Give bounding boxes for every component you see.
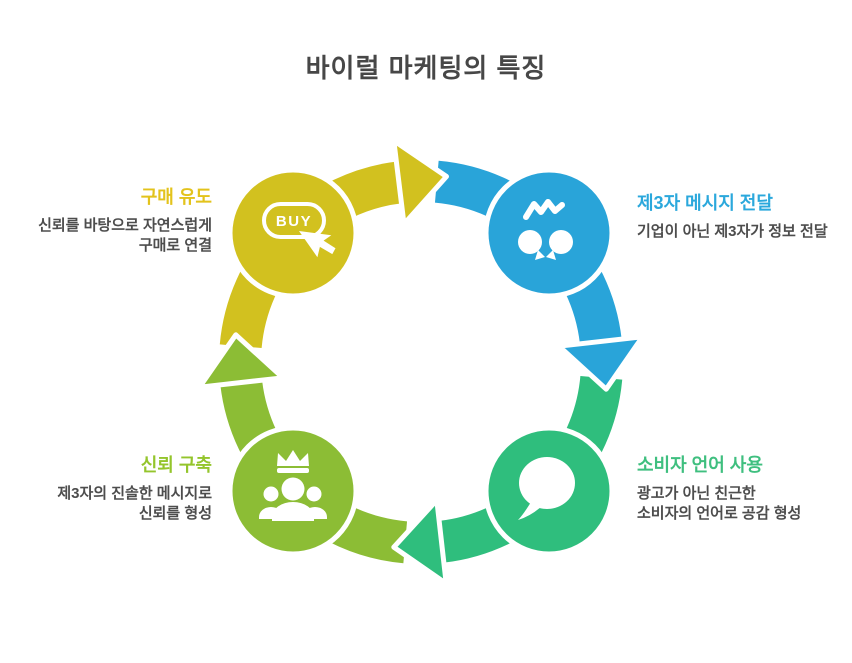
trust-desc-line1: 제3자의 진솔한 메시지로	[57, 485, 212, 502]
crown-people-icon	[259, 450, 327, 521]
conversation-squiggle-icon	[523, 199, 565, 220]
node-third-party-circle	[483, 167, 615, 299]
bubble-body	[519, 457, 575, 509]
arrowhead-bottom-left-icon	[391, 497, 449, 586]
label-consumer-language: 소비자 언어 사용 광고가 아닌 친근한 소비자의 언어로 공감 형성	[637, 456, 801, 524]
right-head-icon	[549, 230, 573, 254]
arrowhead-left-up-icon	[197, 332, 286, 390]
arrowhead-right-down-icon	[556, 334, 645, 392]
purchase-desc-line2: 구매로 연결	[138, 237, 212, 254]
node-purchase-circle	[227, 167, 359, 299]
label-purchase: 구매 유도 신뢰를 바탕으로 자연스럽게 구매로 연결	[38, 188, 212, 256]
crown-band	[277, 468, 309, 473]
center-person-head	[281, 477, 305, 501]
buy-pill-outline	[262, 202, 326, 239]
consumer-language-desc-line2: 소비자의 언어로 공감 형성	[637, 505, 802, 522]
cursor-arrow-icon	[299, 231, 336, 258]
two-people-talking-icon	[518, 199, 573, 260]
buy-button-cursor-icon: BUY	[262, 202, 336, 258]
third-party-desc-line1: 기업이 아닌 제3자가 정보 전달	[637, 223, 828, 240]
right-person-head	[306, 486, 322, 502]
center-person-body	[272, 502, 314, 521]
left-person-head	[263, 486, 279, 502]
buy-label: BUY	[276, 213, 312, 230]
trust-desc-line2: 신뢰를 형성	[138, 505, 212, 522]
page-title: 바이럴 마케팅의 특징	[305, 53, 547, 83]
label-third-party: 제3자 메시지 전달 기업이 아닌 제3자가 정보 전달	[637, 194, 828, 242]
bubble-tail	[518, 502, 542, 520]
consumer-language-desc-line1: 광고가 아닌 친근한	[637, 485, 756, 502]
purchase-heading: 구매 유도	[140, 187, 212, 207]
consumer-language-heading: 소비자 언어 사용	[637, 455, 763, 475]
label-trust: 신뢰 구축 제3자의 진솔한 메시지로 신뢰를 형성	[57, 456, 212, 524]
speech-bubble-icon	[518, 457, 575, 520]
arrowhead-top-right-icon	[391, 138, 449, 227]
left-head-icon	[518, 230, 542, 254]
purchase-desc-line1: 신뢰를 바탕으로 자연스럽게	[38, 217, 212, 234]
left-chin	[535, 250, 545, 260]
third-party-heading: 제3자 메시지 전달	[637, 193, 773, 213]
crown-icon	[277, 450, 309, 466]
right-chin	[546, 250, 556, 260]
trust-heading: 신뢰 구축	[140, 455, 212, 475]
